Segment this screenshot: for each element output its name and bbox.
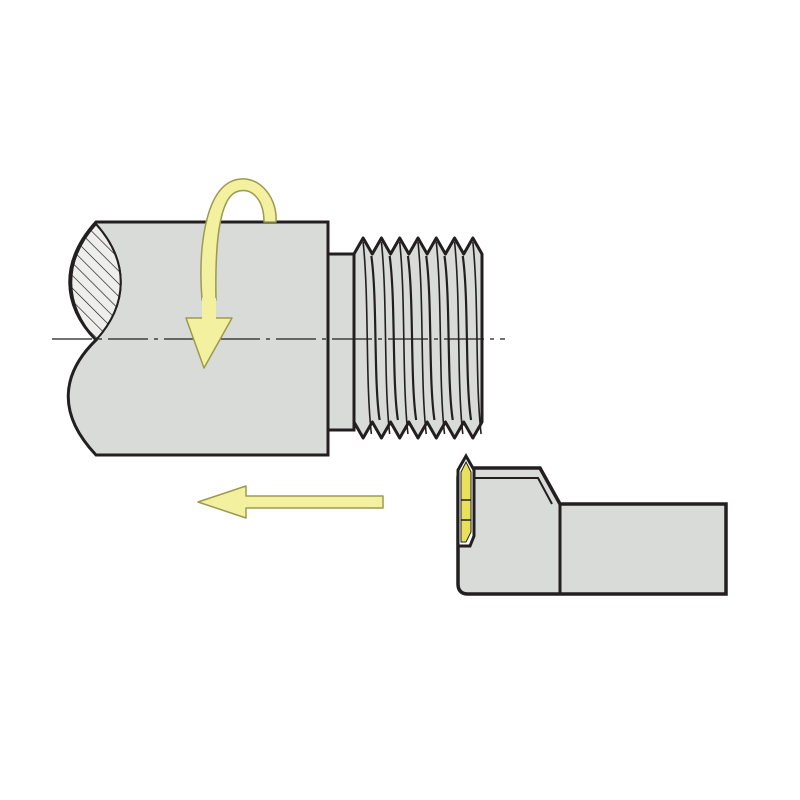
feed-arrow-icon (197, 485, 384, 519)
rotation-arrow-icon (185, 178, 277, 369)
thread-helix-line (370, 255, 381, 421)
thread-helix-line (425, 255, 436, 421)
thread-crest-line (380, 241, 391, 435)
section-hatch-lines (70, 222, 122, 342)
thread-crest-line (435, 241, 446, 435)
thread-relief-neck (326, 252, 356, 432)
threading-insert (456, 452, 476, 548)
threading-tool-holder (456, 466, 728, 596)
workpiece (52, 220, 505, 457)
threaded-section (352, 236, 484, 440)
